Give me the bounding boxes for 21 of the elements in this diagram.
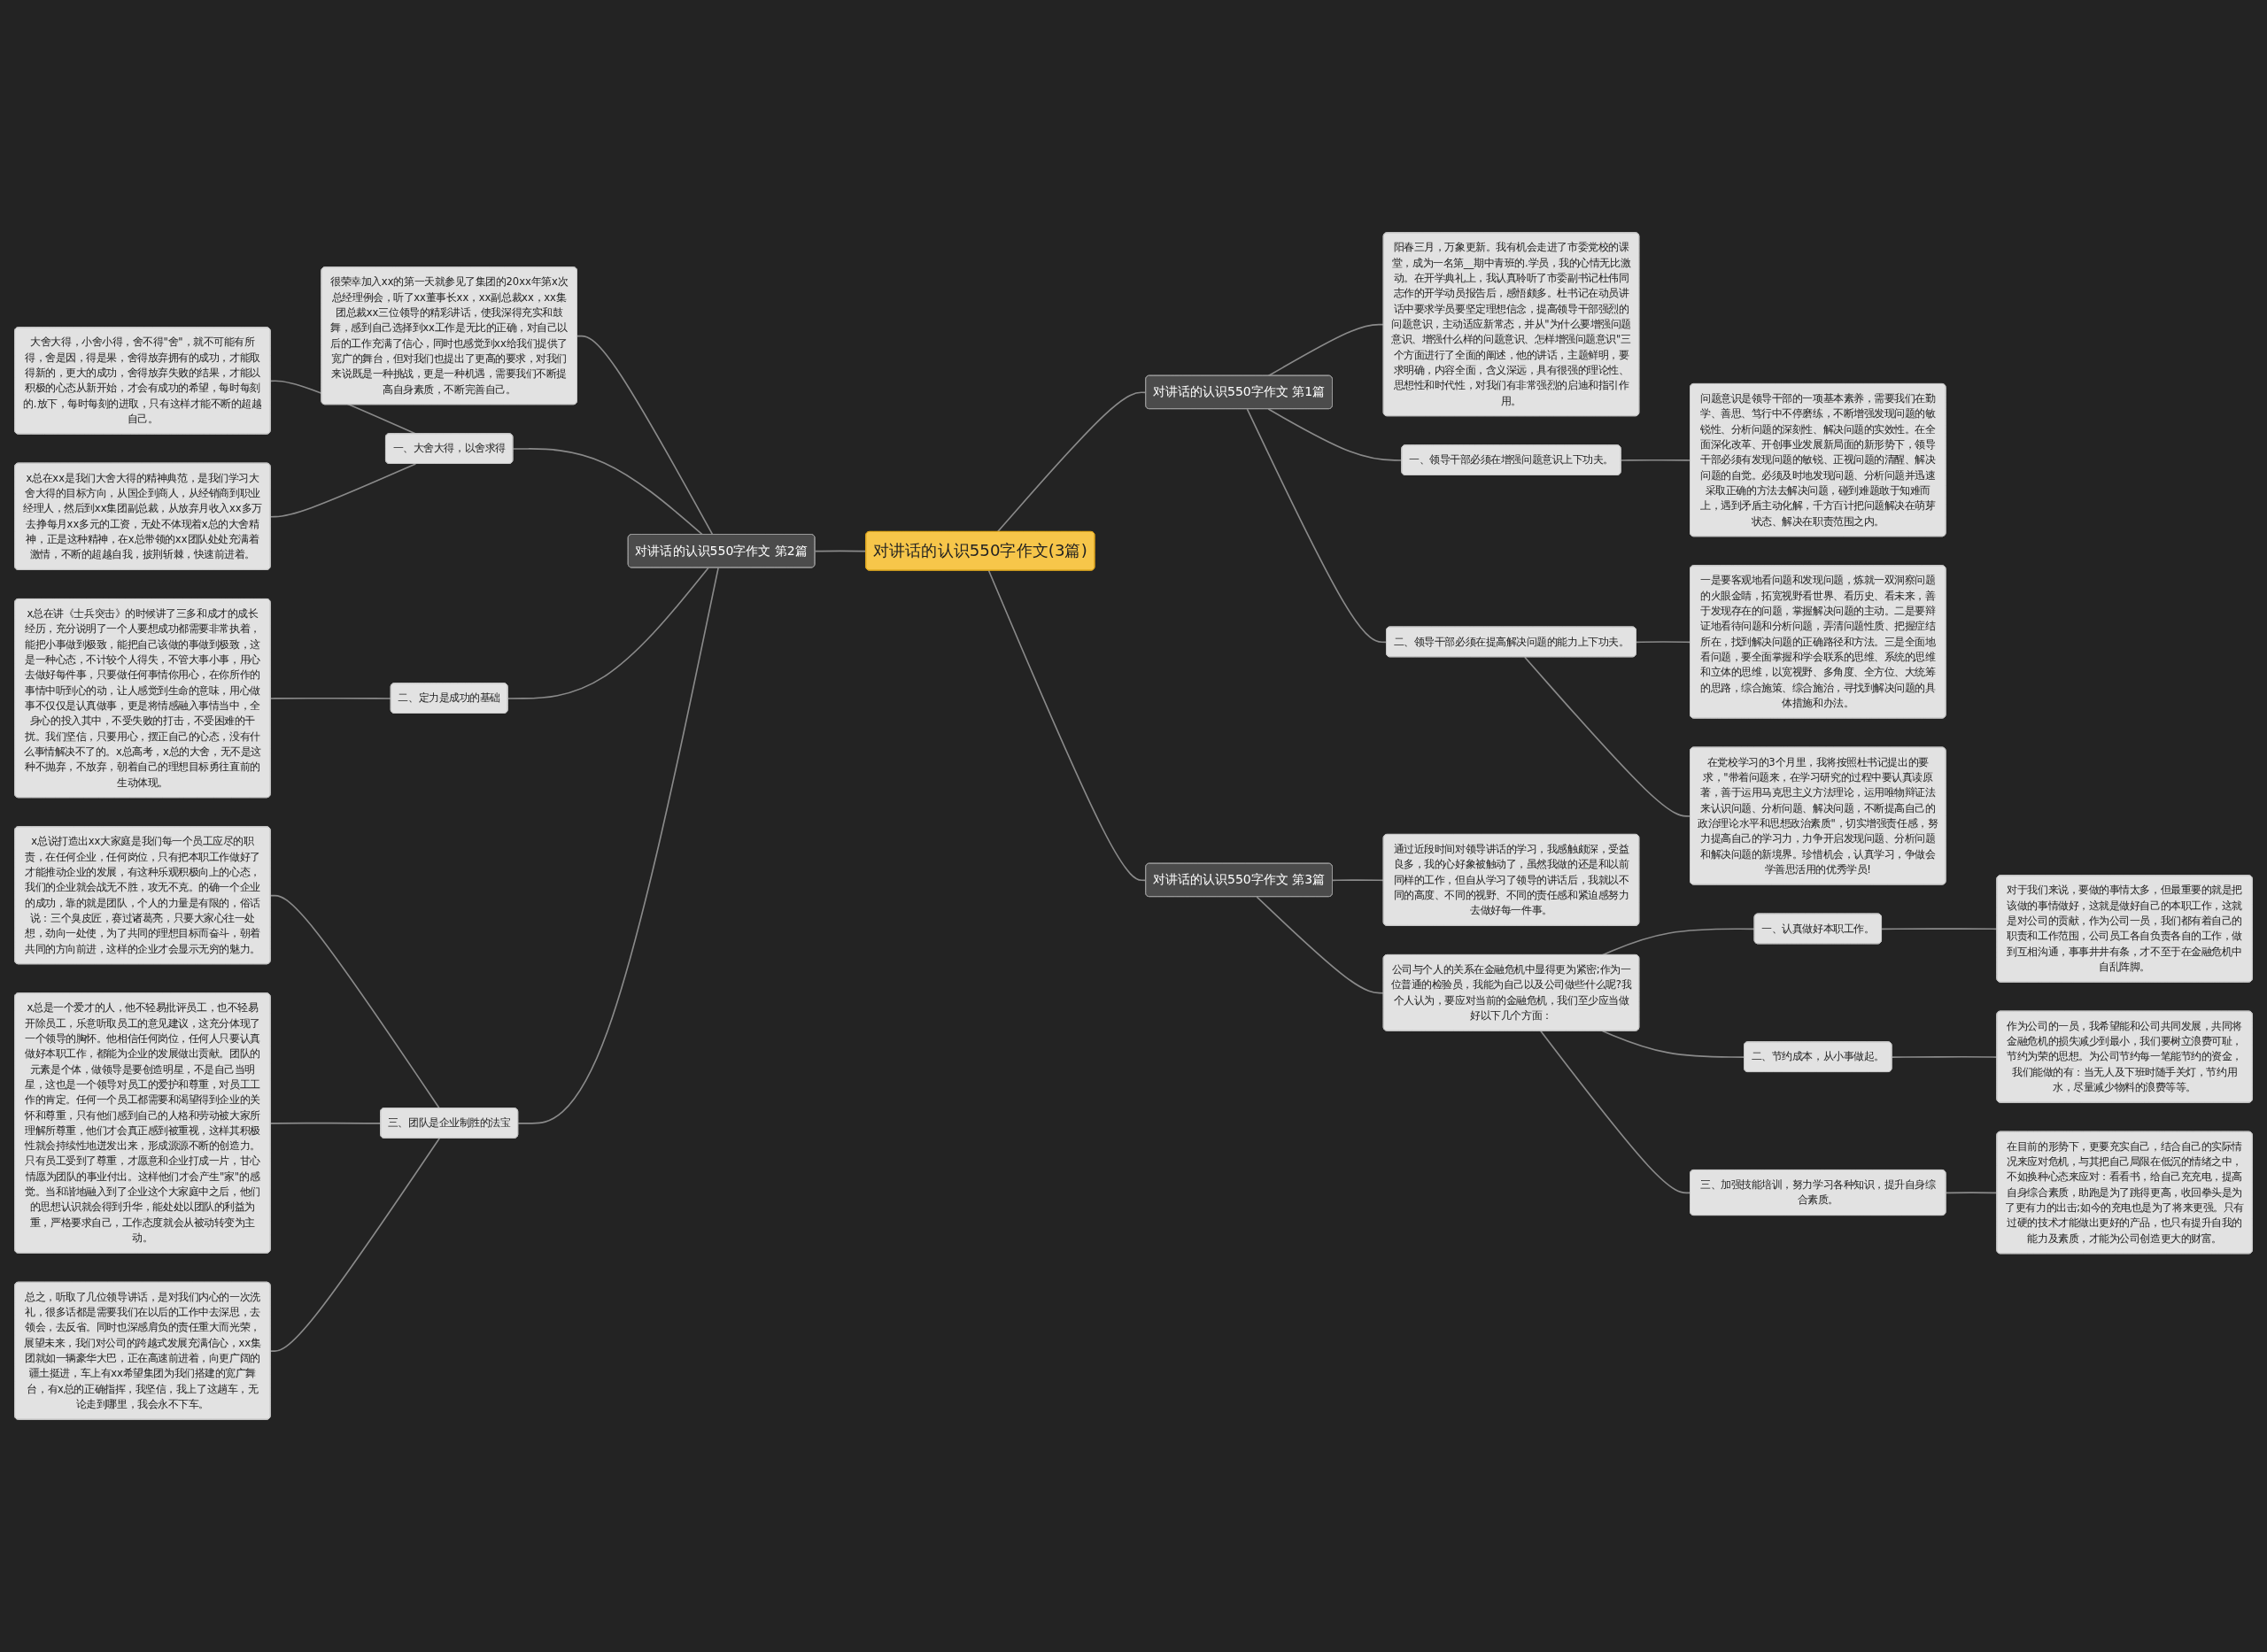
connector (517, 567, 719, 1124)
connector (269, 1137, 441, 1352)
connector (987, 569, 1147, 882)
connector (269, 697, 392, 699)
connector (1332, 879, 1385, 882)
connector (269, 894, 441, 1109)
connector (512, 448, 704, 536)
connector (1256, 896, 1385, 994)
connector (1523, 656, 1691, 817)
connector (1636, 641, 1691, 644)
connector (1539, 1030, 1691, 1194)
connector (576, 335, 714, 536)
connector (814, 550, 867, 552)
connector (269, 463, 417, 518)
connector (1267, 323, 1385, 377)
connector (1601, 1030, 1745, 1058)
connector (1620, 459, 1691, 461)
connector (507, 567, 709, 699)
connector (269, 1122, 382, 1124)
connector (1246, 408, 1388, 644)
connector (996, 391, 1147, 533)
